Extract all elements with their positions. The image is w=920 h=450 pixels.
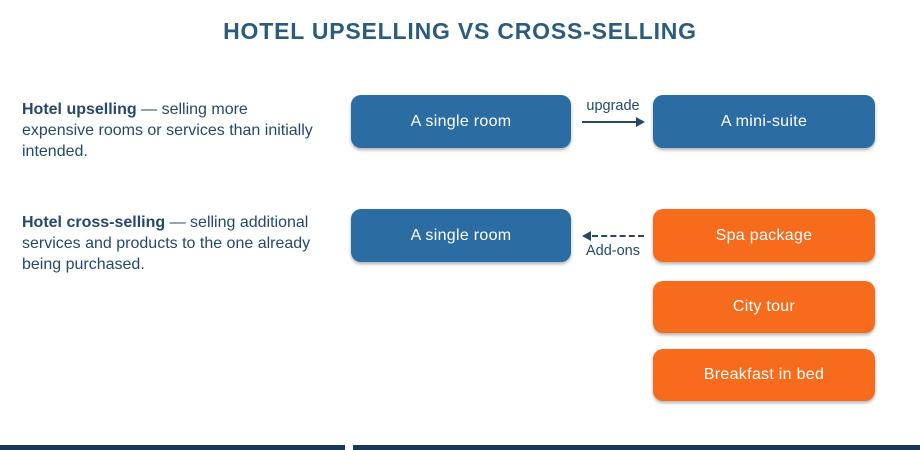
addon-box-spa-package-label: Spa package	[715, 226, 813, 244]
cross-selling-term: Hotel cross-selling	[22, 214, 166, 231]
upselling-from-box-label: A single room	[410, 112, 512, 130]
footer-bar-right	[353, 445, 920, 450]
addon-box-spa-package: Spa package	[653, 209, 875, 262]
upgrade-arrow-icon	[582, 117, 645, 127]
arrow-head-left-icon	[582, 231, 591, 241]
upselling-to-box-label: A mini-suite	[720, 112, 808, 130]
upselling-to-box: A mini-suite	[653, 95, 875, 148]
addon-box-breakfast-in-bed: Breakfast in bed	[653, 349, 875, 401]
cross-selling-base-box: A single room	[351, 209, 571, 262]
cross-selling-definition: Hotel cross-selling — selling additional…	[22, 212, 320, 275]
upselling-term: Hotel upselling	[22, 101, 137, 118]
upselling-definition-text: — selling more expensive rooms or servic…	[22, 101, 313, 161]
upselling-definition: Hotel upselling — selling more expensive…	[22, 99, 320, 162]
arrow-head-right-icon	[636, 117, 645, 127]
addon-box-city-tour-label: City tour	[732, 298, 796, 315]
upselling-from-box: A single room	[351, 95, 571, 148]
footer-bar-left	[0, 445, 345, 450]
upgrade-arrow-label: upgrade	[586, 98, 640, 114]
add-ons-arrow-icon	[582, 231, 644, 241]
addon-box-breakfast-in-bed-label: Breakfast in bed	[703, 366, 825, 383]
cross-selling-definition-text: — selling additional services and produc…	[22, 214, 311, 274]
cross-selling-base-box-label: A single room	[410, 226, 512, 244]
addon-box-city-tour: City tour	[653, 281, 875, 333]
add-ons-arrow-label: Add-ons	[585, 243, 640, 259]
page-title: HOTEL UPSELLING VS CROSS-SELLING	[223, 18, 697, 44]
